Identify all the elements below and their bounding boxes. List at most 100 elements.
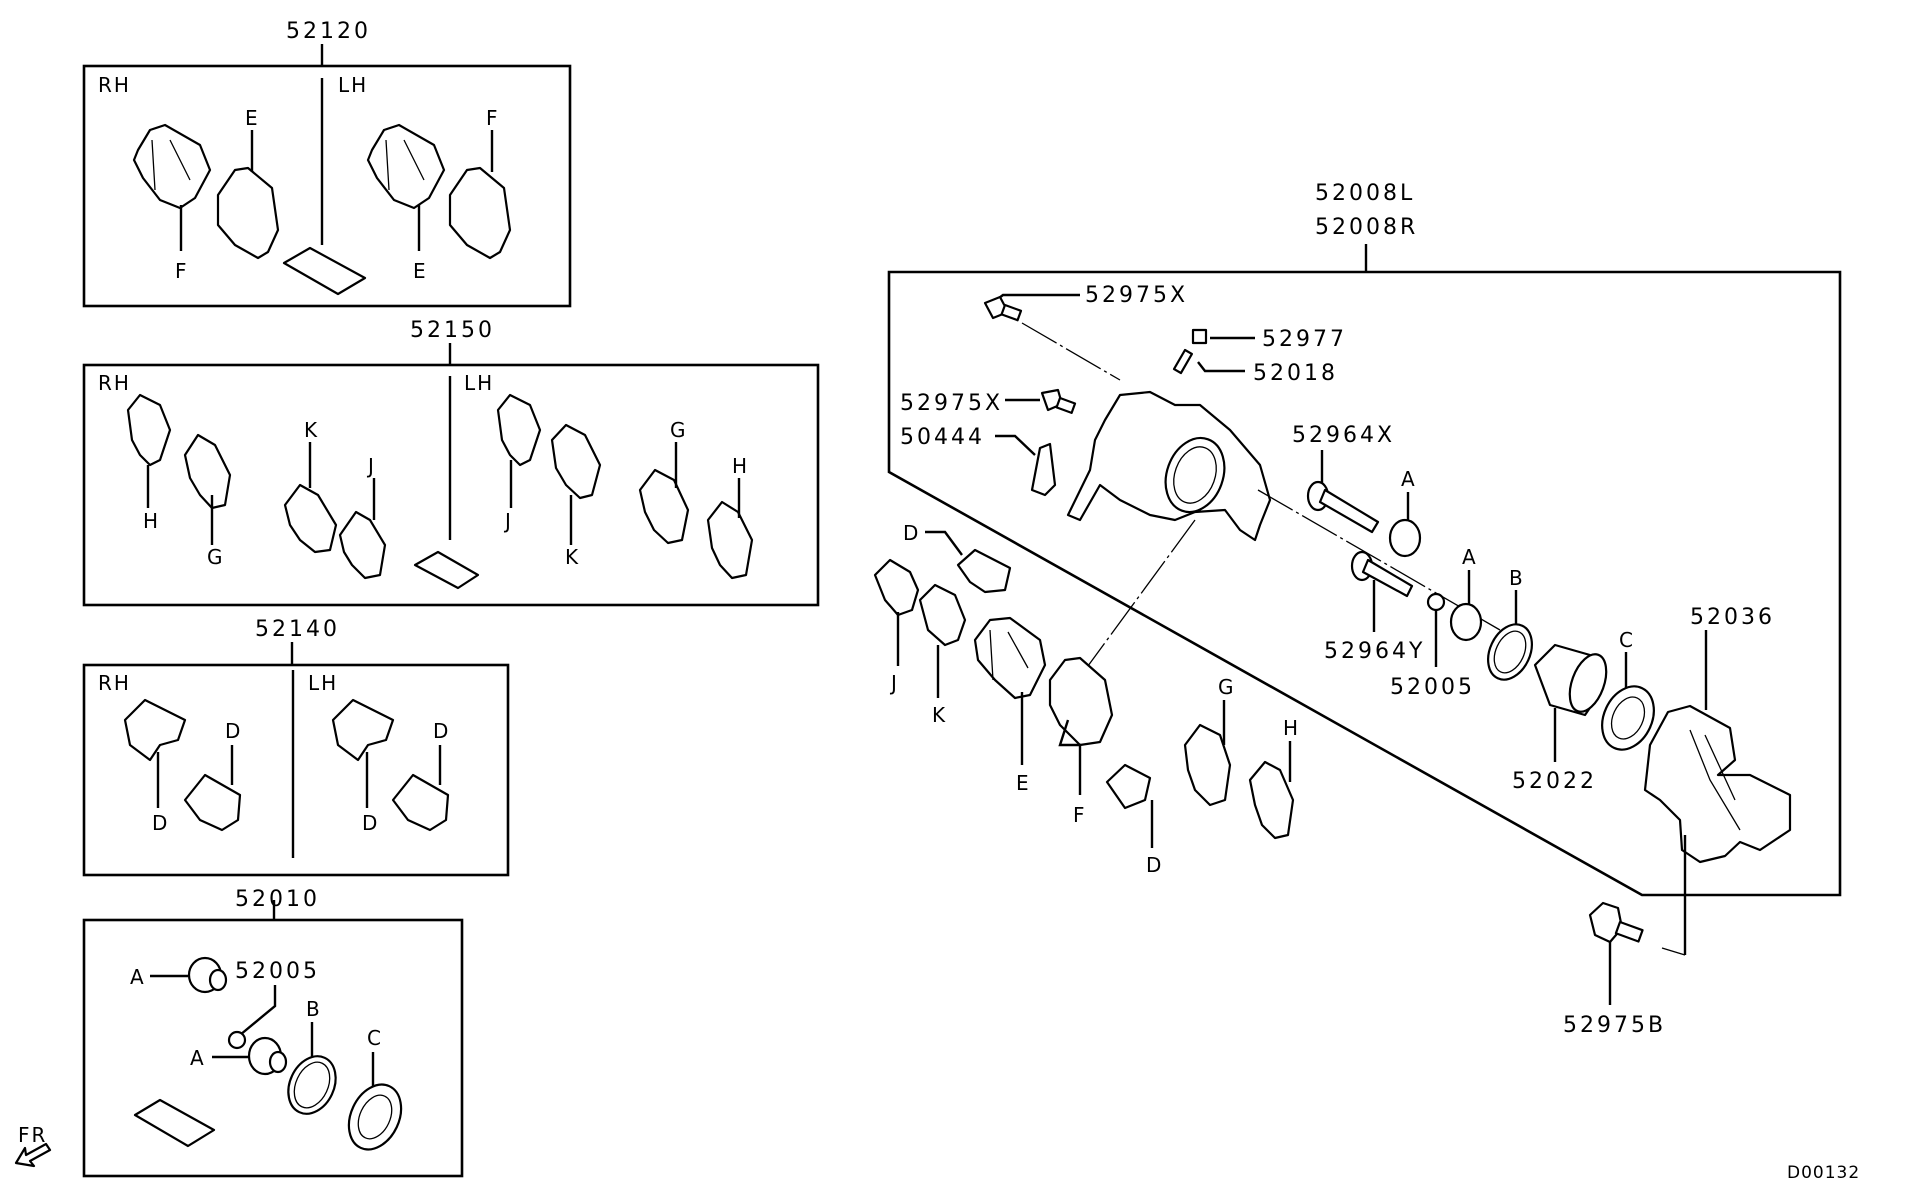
callout-j[interactable]: J xyxy=(503,509,513,533)
piston-seal-icon[interactable] xyxy=(339,1076,411,1158)
bushing-icon[interactable] xyxy=(227,1030,247,1050)
callout-52975b[interactable]: 52975B xyxy=(1563,1013,1666,1038)
brake-pad-icon[interactable] xyxy=(132,123,212,210)
brake-pad-icon[interactable] xyxy=(366,123,446,210)
callout-j[interactable]: J xyxy=(366,454,376,478)
callout-d[interactable]: D xyxy=(903,521,920,545)
anti-rattle-clip-icon[interactable] xyxy=(331,698,395,762)
callout-50444[interactable]: 50444 xyxy=(900,425,985,450)
shim-icon[interactable] xyxy=(550,423,602,500)
direction-indicator: FR xyxy=(14,1123,52,1168)
part-number-52140[interactable]: 52140 xyxy=(255,617,340,642)
caliper-bore-inner xyxy=(1173,446,1217,504)
o-ring-icon[interactable] xyxy=(279,1049,344,1122)
callout-h[interactable]: H xyxy=(1283,716,1300,740)
callout-h[interactable]: H xyxy=(732,454,749,478)
brake-pad-icon[interactable] xyxy=(216,166,280,260)
bolt-thread xyxy=(1055,396,1077,414)
piston-seal-icon[interactable] xyxy=(1592,678,1663,758)
kit-52140: 52140 RH LH D D D D xyxy=(82,617,510,877)
part-number-52008l[interactable]: 52008L xyxy=(1315,181,1415,206)
callout-e[interactable]: E xyxy=(413,259,428,283)
callout-e[interactable]: E xyxy=(245,106,260,130)
grease-packet-icon[interactable] xyxy=(133,1098,216,1148)
bleeder-cap-icon[interactable] xyxy=(1191,328,1208,345)
callout-g[interactable]: G xyxy=(670,418,688,442)
part-number-52120[interactable]: 52120 xyxy=(286,19,371,44)
callout-c[interactable]: C xyxy=(1619,628,1635,652)
callout-c[interactable]: C xyxy=(367,1026,383,1050)
callout-h[interactable]: H xyxy=(143,509,160,533)
brake-pad-icon[interactable] xyxy=(1048,656,1114,747)
shim-icon[interactable] xyxy=(283,483,338,554)
callout-a[interactable]: A xyxy=(1462,545,1478,569)
callout-52964x[interactable]: 52964X xyxy=(1292,423,1395,448)
shim-icon[interactable] xyxy=(338,510,387,580)
callout-52005[interactable]: 52005 xyxy=(1390,675,1475,700)
grease-packet-icon[interactable] xyxy=(413,550,480,590)
anti-rattle-clip-icon[interactable] xyxy=(1105,763,1152,810)
callout-d[interactable]: D xyxy=(152,811,169,835)
callout-k[interactable]: K xyxy=(304,418,319,442)
shim-icon[interactable] xyxy=(638,468,690,545)
callout-52964y[interactable]: 52964Y xyxy=(1324,639,1425,664)
spring-icon[interactable] xyxy=(1030,442,1057,497)
callout-k[interactable]: K xyxy=(565,545,580,569)
shim-icon[interactable] xyxy=(706,500,754,580)
alignment-line xyxy=(1084,519,1196,671)
shim-icon[interactable] xyxy=(183,433,232,510)
brake-pad-icon[interactable] xyxy=(973,616,1047,700)
callout-g[interactable]: G xyxy=(207,545,225,569)
shim-icon[interactable] xyxy=(126,393,172,467)
callout-a[interactable]: A xyxy=(130,965,146,989)
callout-g[interactable]: G xyxy=(1218,675,1236,699)
callout-f[interactable]: F xyxy=(175,259,189,283)
callout-52975x[interactable]: 52975X xyxy=(1085,283,1188,308)
callout-52977[interactable]: 52977 xyxy=(1262,327,1347,352)
callout-52022[interactable]: 52022 xyxy=(1512,769,1597,794)
caliper-bracket-icon[interactable] xyxy=(1643,704,1792,864)
callout-f[interactable]: F xyxy=(486,106,500,130)
callout-d[interactable]: D xyxy=(225,719,242,743)
part-number-52150[interactable]: 52150 xyxy=(410,318,495,343)
callout-a[interactable]: A xyxy=(190,1046,206,1070)
callout-d[interactable]: D xyxy=(362,811,379,835)
callout-d[interactable]: D xyxy=(1146,853,1163,877)
brake-pad-icon[interactable] xyxy=(448,166,512,260)
leader-line xyxy=(1197,361,1245,373)
callout-e[interactable]: E xyxy=(1016,771,1031,795)
anti-rattle-clip-icon[interactable] xyxy=(391,773,450,832)
bolt-thread xyxy=(1000,303,1023,322)
shim-icon[interactable] xyxy=(496,393,542,467)
callout-52005[interactable]: 52005 xyxy=(235,959,320,984)
callout-j[interactable]: J xyxy=(889,671,899,695)
boot-icon[interactable] xyxy=(1449,602,1483,642)
o-ring-icon[interactable] xyxy=(1480,617,1541,686)
caliper-assembly: 52008L 52008R 52975X 52977 52018 52975X … xyxy=(873,181,1842,955)
anti-rattle-clip-icon[interactable] xyxy=(123,698,187,762)
callout-a[interactable]: A xyxy=(1401,467,1417,491)
shim-icon[interactable] xyxy=(873,558,920,617)
bushing-icon[interactable] xyxy=(1426,592,1446,612)
shim-icon[interactable] xyxy=(1248,760,1295,840)
boot-icon[interactable] xyxy=(1388,518,1422,558)
callout-b[interactable]: B xyxy=(306,997,322,1021)
anti-rattle-clip-icon[interactable] xyxy=(183,773,242,832)
callout-f[interactable]: F xyxy=(1073,803,1087,827)
shim-icon[interactable] xyxy=(918,583,967,647)
part-number-52010[interactable]: 52010 xyxy=(235,887,320,912)
grease-packet-icon[interactable] xyxy=(282,246,367,296)
callout-d[interactable]: D xyxy=(433,719,450,743)
bolt-icon[interactable] xyxy=(1588,901,1624,944)
part-number-52008r[interactable]: 52008R xyxy=(1315,215,1418,240)
shim-icon[interactable] xyxy=(1183,723,1232,807)
callout-52975x[interactable]: 52975X xyxy=(900,391,1003,416)
anti-rattle-clip-icon[interactable] xyxy=(956,548,1012,594)
bleeder-screw-icon[interactable] xyxy=(1172,348,1194,375)
pad-detail xyxy=(151,139,191,191)
callout-52018[interactable]: 52018 xyxy=(1253,361,1338,386)
callout-k[interactable]: K xyxy=(932,703,947,727)
callout-b[interactable]: B xyxy=(1509,566,1525,590)
callout-52036[interactable]: 52036 xyxy=(1690,605,1775,630)
kit-box-52150 xyxy=(82,363,820,607)
